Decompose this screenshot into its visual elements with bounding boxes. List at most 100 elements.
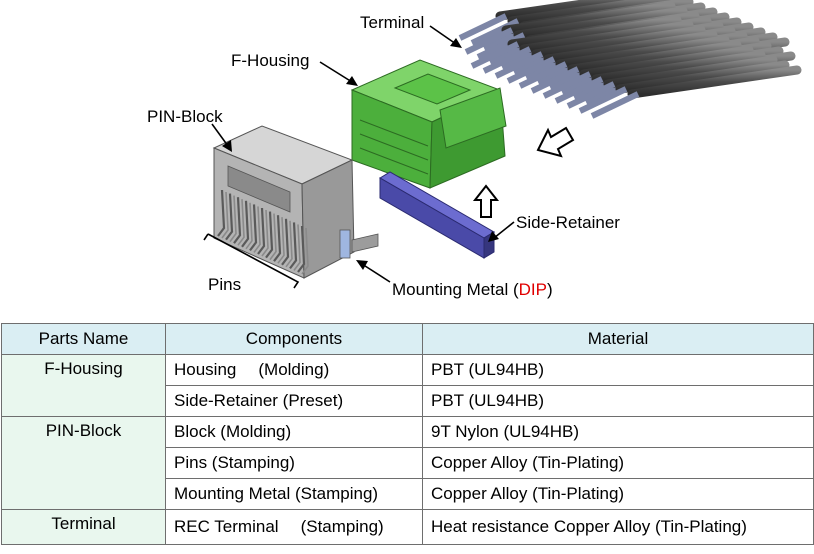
- insert-arrow-up-icon: [472, 184, 500, 218]
- insert-arrow-diagonal-icon: [536, 126, 575, 158]
- pin-leg: [269, 213, 277, 261]
- arrowhead-pin-block-icon: [222, 140, 232, 152]
- terminal-contact: [554, 76, 604, 104]
- pin-leg: [293, 224, 301, 271]
- terminal-bundle-illustration: [458, 0, 802, 119]
- pin-leg: [249, 204, 258, 252]
- pin-leg: [241, 200, 250, 248]
- label-pin-block: PIN-Block: [147, 107, 223, 126]
- table-row: F-Housing Housing(Molding) PBT (UL94HB): [1, 354, 814, 417]
- terminal-contact: [542, 71, 592, 99]
- terminal-contact: [470, 18, 520, 46]
- terminal-contact: [530, 66, 580, 94]
- component-cell: Block (Molding): [165, 416, 423, 448]
- terminal-contact: [464, 27, 514, 55]
- wire: [531, 25, 706, 59]
- component-cell: Housing(Molding): [165, 354, 423, 386]
- terminal-contact: [566, 81, 616, 109]
- table-row: Mounting Metal (Stamping) Copper Alloy (…: [2, 478, 814, 510]
- pin-leg: [281, 218, 290, 266]
- connector-exploded-diagram: Terminal F-Housing PIN-Block Side-Retain…: [147, 0, 802, 299]
- pin-leg: [257, 207, 266, 255]
- component-cell: Side-Retainer (Preset): [165, 385, 423, 417]
- label-mounting-metal: Mounting Metal (DIP): [392, 280, 553, 299]
- table-row: Pins (Stamping) Copper Alloy (Tin-Platin…: [2, 447, 814, 479]
- part-name-cell: Terminal: [1, 509, 166, 545]
- pin-leg: [265, 211, 274, 259]
- parts-spec-table: Parts Name Components Material F-Housing…: [1, 323, 814, 545]
- pin-leg: [301, 227, 309, 275]
- header-components: Components: [165, 323, 423, 355]
- wire: [579, 45, 754, 79]
- pins-bracket: [203, 233, 300, 289]
- material-cell: Heat resistance Copper Alloy (Tin-Platin…: [422, 509, 814, 545]
- wire: [519, 20, 694, 54]
- leader-mounting-metal: [361, 263, 391, 283]
- arrowhead-terminal-icon: [450, 38, 462, 48]
- pin-leg: [285, 220, 293, 268]
- pin-leg: [261, 209, 269, 257]
- wire: [495, 0, 642, 21]
- table-header-row: Parts Name Components Material: [1, 323, 814, 355]
- label-dip: DIP: [519, 280, 547, 299]
- label-side-retainer: Side-Retainer: [516, 213, 620, 232]
- table-row: Side-Retainer (Preset) PBT (UL94HB): [2, 385, 814, 417]
- terminal-contact: [494, 51, 544, 79]
- arrowhead-side-retainer-icon: [488, 231, 499, 242]
- pin-leg: [217, 189, 226, 237]
- pin-leg: [233, 197, 242, 244]
- label-terminal: Terminal: [360, 13, 424, 32]
- pin-leg: [237, 199, 245, 246]
- leader-f-housing: [319, 61, 353, 83]
- terminal-contact: [590, 91, 640, 119]
- terminal-contact: [578, 86, 628, 114]
- leader-terminal: [429, 25, 457, 45]
- pin-leg: [221, 191, 229, 239]
- pin-legs-illustration: [217, 189, 309, 275]
- header-parts-name: Parts Name: [1, 323, 166, 355]
- wire: [627, 65, 802, 99]
- pin-leg: [289, 222, 298, 270]
- wire: [615, 60, 790, 94]
- component-cell: Mounting Metal (Stamping): [165, 478, 423, 510]
- wire: [555, 35, 730, 69]
- arrowhead-f-housing-icon: [346, 76, 358, 86]
- wire: [591, 50, 766, 84]
- header-material: Material: [422, 323, 814, 355]
- terminal-contact: [458, 13, 508, 41]
- material-cell: 9T Nylon (UL94HB): [422, 416, 814, 448]
- terminal-contact: [506, 56, 556, 84]
- side-retainer-illustration: [379, 171, 495, 259]
- wire: [507, 0, 681, 26]
- pin-leg: [229, 195, 237, 243]
- terminal-contact: [470, 41, 520, 69]
- pin-leg: [225, 193, 234, 241]
- pin-leg: [277, 217, 285, 264]
- material-cell: Copper Alloy (Tin-Plating): [422, 447, 814, 479]
- wire: [501, 1, 676, 35]
- leader-side-retainer: [493, 221, 515, 239]
- f-housing-illustration: [350, 59, 507, 189]
- component-cell: Pins (Stamping): [165, 447, 423, 479]
- arrowhead-mounting-metal-icon: [356, 260, 368, 270]
- leader-pin-block: [211, 123, 229, 147]
- wire: [567, 40, 742, 74]
- pin-leg: [297, 225, 306, 273]
- terminal-contact: [518, 61, 568, 89]
- terminal-contact: [476, 32, 526, 60]
- part-name-cell: F-Housing: [1, 354, 166, 417]
- material-cell: Copper Alloy (Tin-Plating): [422, 478, 814, 510]
- pin-leg: [273, 215, 282, 262]
- label-f-housing: F-Housing: [231, 51, 309, 70]
- component-cell: REC Terminal(Stamping): [165, 509, 423, 545]
- material-cell: PBT (UL94HB): [422, 354, 814, 386]
- wire: [603, 55, 778, 89]
- table-row: Terminal REC Terminal(Stamping) Heat res…: [1, 509, 814, 545]
- pin-leg: [245, 202, 253, 250]
- terminal-contact: [482, 46, 532, 74]
- label-pins: Pins: [208, 275, 241, 294]
- table-row: PIN-Block Block (Molding) 9T Nylon (UL94…: [1, 416, 814, 510]
- wire: [543, 30, 718, 64]
- wire: [513, 6, 688, 40]
- part-name-cell: PIN-Block: [1, 416, 166, 510]
